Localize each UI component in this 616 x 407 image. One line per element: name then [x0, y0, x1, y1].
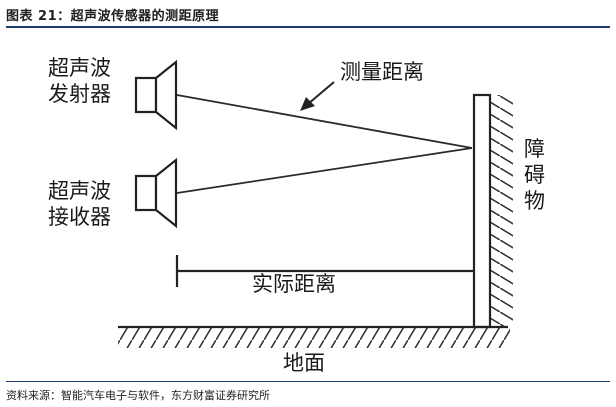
measured-distance-arrow: [300, 81, 335, 111]
measured-distance-label: 测量距离: [340, 60, 424, 84]
transmitter-label-line1: 超声波: [48, 56, 111, 80]
receiver-label-line1: 超声波: [48, 179, 111, 203]
ground-label: 地面: [283, 351, 325, 375]
obstacle-label: 障碍物: [524, 137, 545, 213]
transmitter-icon: [134, 59, 178, 131]
title-bar: 图表 21：超声波传感器的测距原理: [0, 0, 616, 28]
receiver-label-line2: 接收器: [48, 205, 111, 229]
actual-distance-label: 实际距离: [252, 272, 336, 296]
transmitter-label-line2: 发射器: [48, 82, 111, 106]
emitted-wave-path: [176, 94, 473, 149]
actual-distance-bracket: [175, 255, 474, 287]
figure-title: 图表 21：超声波传感器的测距原理: [6, 9, 220, 24]
obstacle-wall: [472, 93, 513, 329]
ground: [118, 325, 510, 348]
reflected-wave-path: [176, 147, 473, 194]
receiver-icon: [134, 157, 178, 229]
footer-divider: [6, 381, 610, 382]
source-note: 资料来源：智能汽车电子与软件，东方财富证券研究所: [6, 389, 270, 402]
title-divider: [6, 26, 610, 28]
